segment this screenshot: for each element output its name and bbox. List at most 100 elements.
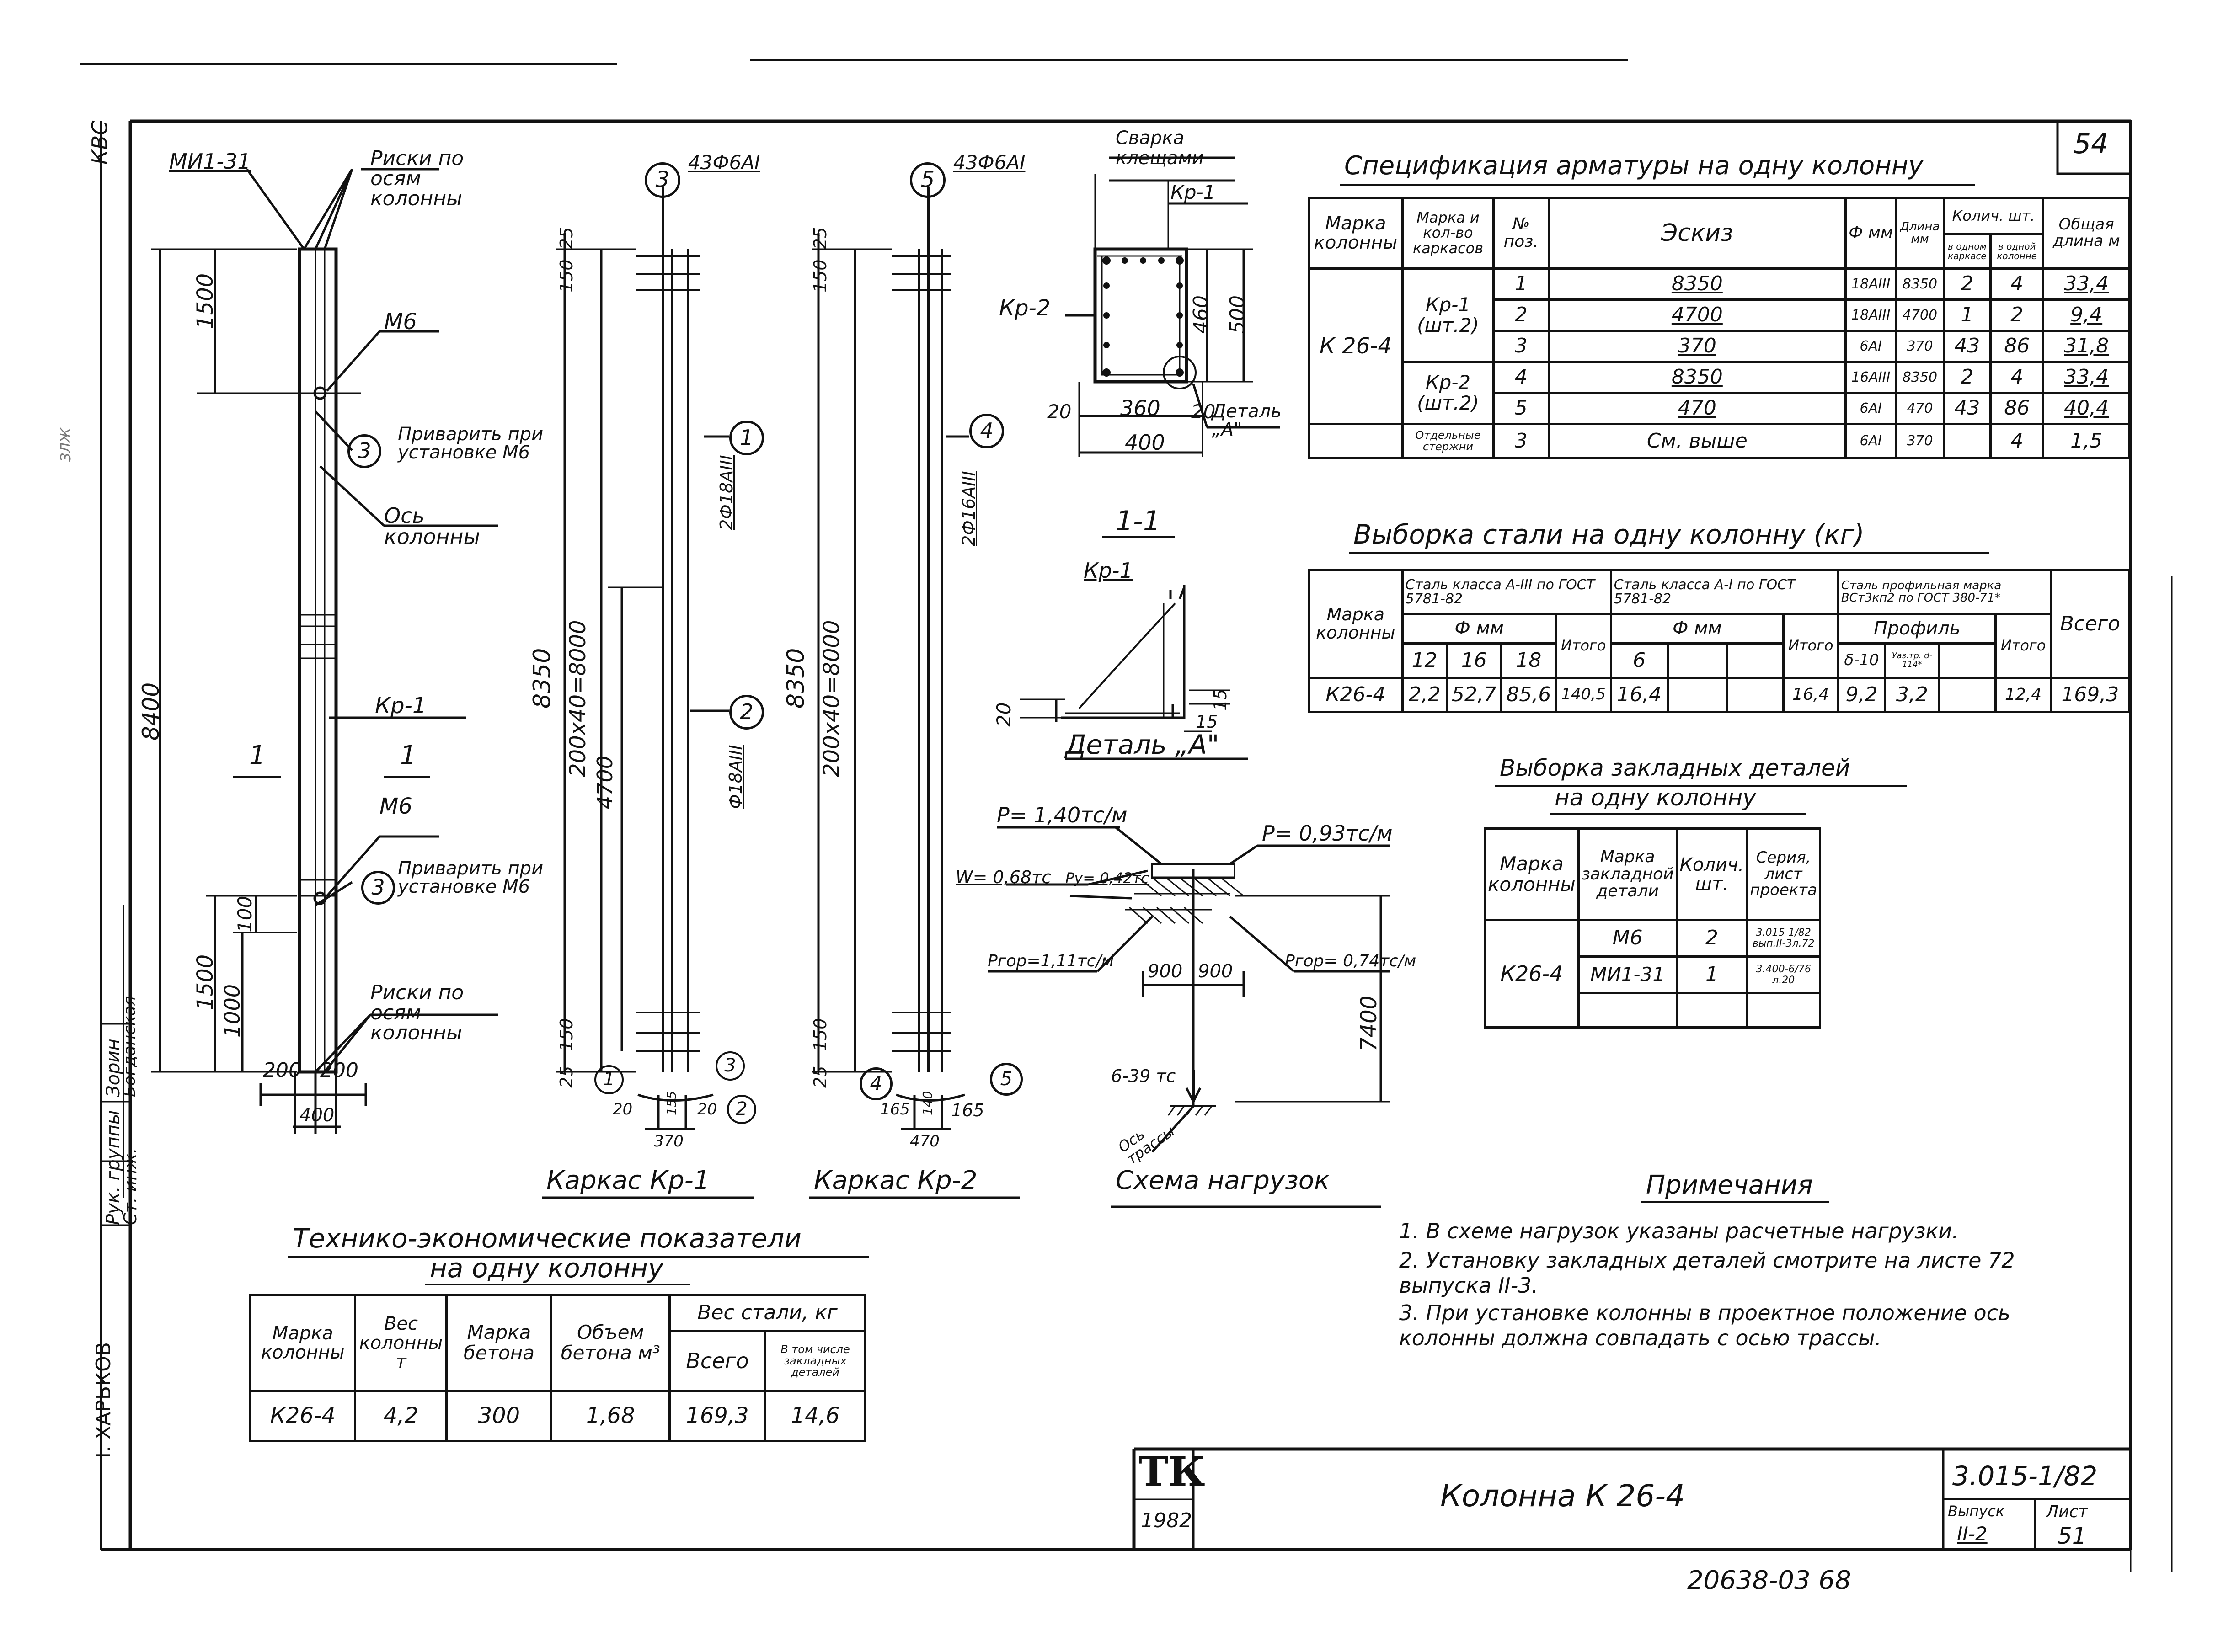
load-dim-900a: 900 [1148,961,1183,982]
section-weld-label: Сварка клещами [1116,128,1204,169]
steel-cell [1725,677,1785,713]
weld-note-bottom: Приварить при установке М6 [398,858,544,897]
kr1-sec-balloon-3: 3 [716,1051,745,1081]
spec-group-separate: Отдельные стержни [1401,423,1495,459]
embedded-empty [1746,992,1822,1029]
risks-top-label: Риски по осям колонны [370,147,464,210]
spec-sketch-text: 470 [1678,396,1716,420]
kr2-sec-dim-165a: 165 [880,1100,910,1119]
spec-h-len: Длина мм [1895,197,1945,270]
embedded-h-series: Серия, лист проекта [1746,827,1822,921]
kr1-dim-150-top: 150 [556,259,577,293]
dim-1000: 1000 [220,984,245,1038]
axis-label: Ось колонны [384,503,480,549]
spec-q2: 4 [1989,423,2045,459]
detail-a-kr1: Кр-1 [1084,558,1133,583]
spec-q1: 43 [1942,330,1992,363]
steel-title: Выборка стали на одну колонну (кг) [1353,519,1865,550]
spec-q2: 86 [1989,330,2045,363]
spec-blank [1308,423,1404,459]
dim-200-a: 200 [263,1059,301,1082]
kr1-balloon-2-label: Ф18АIII [726,745,746,809]
detail-a-dim-15a: 15 [1210,688,1230,711]
dim-200-b: 200 [320,1059,358,1082]
spec-sketch-text: См. выше [1646,429,1748,453]
dim-1500-bottom: 1500 [192,954,218,1010]
steel-col [1666,642,1728,679]
spec-sketch-text: 4700 [1671,303,1723,327]
tei-h-steel-emb: В том числе закладных деталей [764,1330,866,1392]
tei-cell: 14,6 [764,1390,866,1442]
load-g: 6-39 тс [1111,1066,1176,1086]
steel-h-itogo-1: Итого [1555,613,1612,679]
spec-sketch: 470 [1547,392,1847,425]
embedded-table: Марка колонны Марка закладной детали Кол… [1484,827,1822,1029]
kr1-dim-150-bottom: 150 [556,1018,577,1051]
spec-pos: 3 [1492,330,1550,363]
dim-100: 100 [234,895,256,933]
steel-h-total: Всего [2049,569,2131,679]
steel-col [1725,642,1785,679]
kr1-sec-dim-370: 370 [654,1132,684,1151]
weld-note-top: Приварить при установке М6 [398,424,544,463]
stamp-bottom-name: І. ХАРЬКОВ [92,1342,115,1458]
spec-q2: 86 [1989,392,2045,425]
steel-col: 16 [1445,642,1503,679]
kr2-dim-150-top: 150 [810,259,830,293]
spec-sketch-text: 8350 [1671,365,1723,389]
kr1-dim-200x40: 200х40=8000 [565,620,591,777]
kr1-leader-label: Кр-1 [375,693,427,719]
steel-cell: 16,4 [1609,677,1669,713]
steel-cell: 9,2 [1837,677,1887,713]
note-3: 3. При установке колонны в проектное пол… [1399,1300,2011,1351]
spec-sketch: 8350 [1547,361,1847,394]
spec-total: 33,4 [2042,267,2131,301]
load-p-right: P= 0,93тс/м [1262,821,1393,846]
embedded-h-part: Марка закладной детали [1577,827,1678,921]
kr1-sec-dim-20a: 20 [613,1100,633,1119]
spec-dia: 6АI [1844,423,1897,459]
kr1-balloon-1-label: 2Ф18АIII [716,455,737,530]
steel-h-fmm-2: Ф мм [1609,613,1785,645]
steel-col: 12 [1401,642,1448,679]
tei-cell: 1,68 [550,1390,671,1442]
steel-h-mark: Марка колонны [1308,569,1404,679]
tei-h-mark: Марка колонны [249,1294,357,1392]
steel-cell: 140,5 [1555,677,1612,713]
steel-col: δ-10 [1837,642,1887,679]
spec-h-qty-col: в одной колонне [1989,233,2045,270]
embedded-series: 3.400-6/76 л.20 [1746,955,1822,994]
section-mark-left: 1 [249,741,266,770]
spec-len: 8350 [1895,267,1945,301]
spec-group-kr2: Кр-2 (шт.2) [1401,361,1495,425]
kr2-dim-25-bottom: 25 [810,1066,830,1088]
tb-issue-value: II-2 [1957,1523,1988,1545]
spec-total: 9,4 [2042,298,2131,332]
load-p-left: P= 1,40тс/м [997,803,1128,827]
spec-pos: 2 [1492,298,1550,332]
load-py: Py= 0,42тс [1065,869,1149,887]
spec-dia: 6АI [1844,392,1897,425]
stamp-role-2: Ст. инж. [120,1148,140,1225]
kr2-top-balloon: 5 [910,162,946,198]
tei-h-steel: Вес стали, кг [668,1294,867,1332]
stamp-name-2: Богданская [120,996,139,1097]
steel-cell: К26-4 [1308,677,1404,713]
section-dim-360: 360 [1120,396,1160,421]
spec-total: 33,4 [2042,361,2131,394]
steel-h-prof: Сталь профильная марка ВСт3кп2 по ГОСТ 3… [1837,569,2052,615]
section-mark-right: 1 [400,741,417,770]
spec-q2: 4 [1989,361,2045,394]
load-prop-left: Pгор=1,11тс/м [988,952,1114,970]
spec-len: 470 [1895,392,1945,425]
detail-a-dim-20: 20 [993,702,1015,727]
steel-cell: 2,2 [1401,677,1448,713]
spec-h-qty-frame: в одном каркасе [1942,233,1992,270]
risks-bottom-label: Риски по осям колонны [370,981,464,1044]
steel-table: Марка колонны Сталь класса А-III по ГОСТ… [1308,569,2131,713]
spec-pos: 5 [1492,392,1550,425]
stamp-note: ЗЛЖ [58,427,74,462]
steel-cell [1666,677,1728,713]
kr2-sec-balloon-5: 5 [990,1063,1023,1096]
kr1-sec-dim-155: 155 [664,1091,679,1115]
